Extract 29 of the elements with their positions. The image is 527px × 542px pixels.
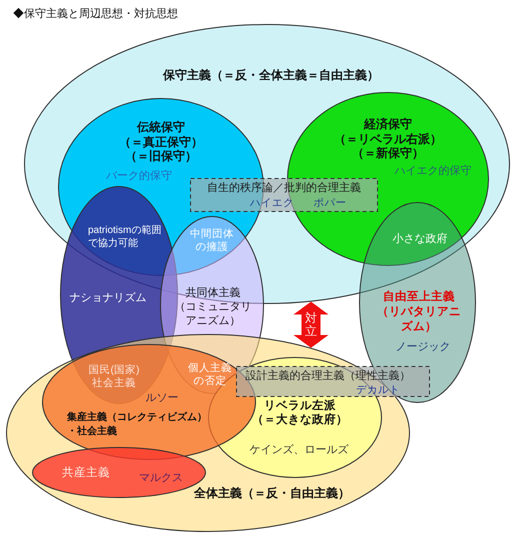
ellipse-heading: 全体主義（＝反・自由主義） <box>194 486 350 501</box>
ellipse-label: ノージック <box>396 340 450 354</box>
box-heading: 設計主義的合理主義（理性主義） <box>246 369 410 383</box>
box-label: ハイエク <box>250 197 294 210</box>
ellipse-heading: 保守主義（＝反・全体主義＝自由主義） <box>163 68 379 83</box>
ellipse-label: マルクス <box>139 471 183 485</box>
ellipse-heading: 共同体主義（コミュニタリアニズム） <box>174 286 252 328</box>
ellipse-heading: 経済保守（＝リベラル右派）（＝新保守） <box>334 117 442 160</box>
ellipse-heading: 自由至上主義（リバタリアニズム） <box>377 290 461 335</box>
overlap-label: 小さな政府 <box>392 232 448 246</box>
edge-label: 対立 <box>305 312 317 338</box>
ellipse-heading: 共産主義 <box>62 466 110 480</box>
ellipse-heading: 集産主義（コレクティビズム）・社会主義 <box>67 411 207 439</box>
ellipse-label: ルソー <box>146 391 178 405</box>
box-heading: 自生的秩序論／批判的合理主義 <box>207 181 361 195</box>
ellipse-label: バーク的保守 <box>106 169 172 183</box>
double-arrow <box>293 302 329 348</box>
box-label: デカルト <box>356 384 400 396</box>
ellipse-label: ナショナリズム <box>70 291 146 305</box>
overlap-label: 国民(国家)社会主義 <box>88 364 140 390</box>
ellipse-heading: リベラル左派（＝大きな政府） <box>252 399 348 427</box>
overlap-label: patriotismの範囲で協力可能 <box>88 224 162 250</box>
title: ◆保守主義と周辺思想・対抗思想 <box>13 7 178 21</box>
overlap-label: 中間団体の擁護 <box>190 228 234 254</box>
box-label: ポパー <box>314 197 346 210</box>
ellipse-heading: 伝統保守（＝真正保守）（＝旧保守） <box>119 120 203 164</box>
overlap-label: 個人主義の否定 <box>188 362 232 388</box>
ellipse-label: ハイエク的保守 <box>394 164 472 178</box>
ellipse-label: ケインズ、ロールズ <box>250 443 348 457</box>
